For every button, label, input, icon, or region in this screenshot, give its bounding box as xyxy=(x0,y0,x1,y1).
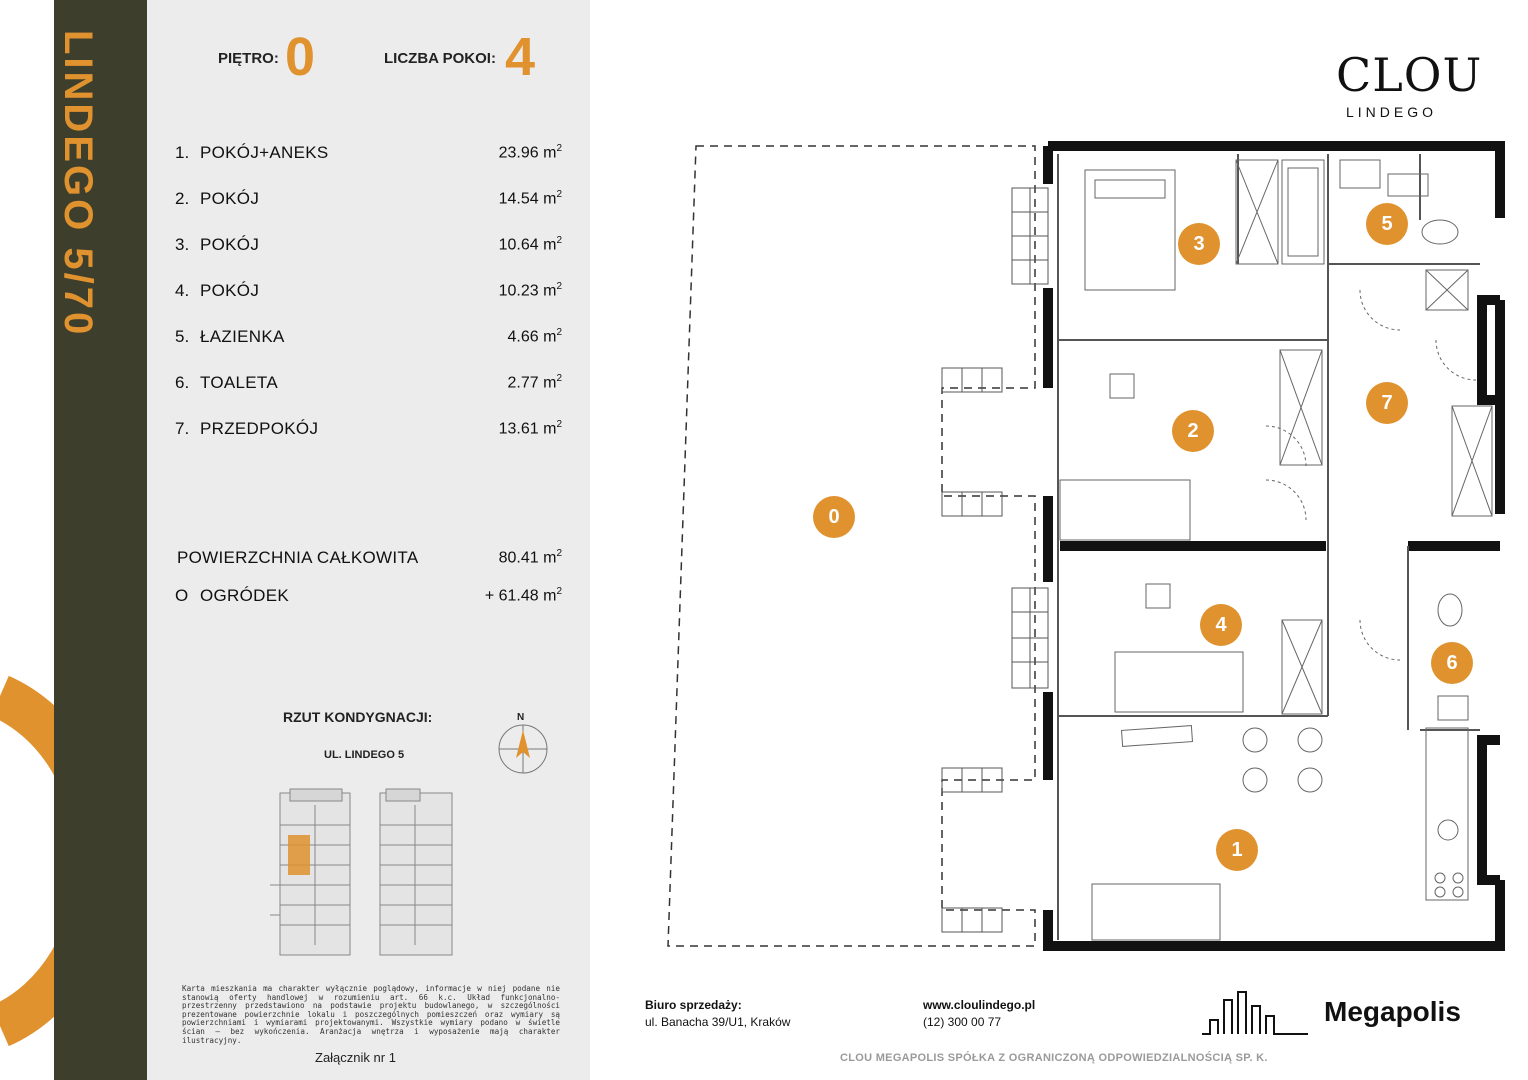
marker-room-6: 6 xyxy=(1431,642,1473,684)
building-floor-plan xyxy=(270,788,453,956)
brand-sub: LINDEGO xyxy=(1346,104,1438,120)
garden-label: OGRÓDEK xyxy=(200,586,290,605)
room-name: POKÓJ xyxy=(200,189,260,208)
marker-room-3: 3 xyxy=(1178,223,1220,265)
total-area-label: POWIERZCHNIA CAŁKOWITA xyxy=(177,548,419,567)
room-name: ŁAZIENKA xyxy=(200,327,285,346)
website-link[interactable]: www.cloulindego.pl xyxy=(923,998,1036,1012)
apartment-floor-plan xyxy=(667,141,1505,951)
marker-room-1: 1 xyxy=(1216,829,1258,871)
developer-name: Megapolis xyxy=(1324,996,1461,1027)
room-area: 4.66 m2 xyxy=(507,327,562,346)
room-number: 3. xyxy=(175,235,190,254)
annex-label: Załącznik nr 1 xyxy=(315,1050,396,1065)
compass-icon xyxy=(498,724,548,774)
rooms-count-label: LICZBA POKOI: xyxy=(384,50,496,67)
brand-logo: CLOU xyxy=(1336,48,1483,102)
sales-office-address: ul. Banacha 39/U1, Kraków xyxy=(645,1015,791,1029)
marker-room-7: 7 xyxy=(1366,382,1408,424)
room-number: 6. xyxy=(175,373,190,392)
room-area: 10.23 m2 xyxy=(498,281,562,300)
marker-room-2: 2 xyxy=(1172,410,1214,452)
room-area: 23.96 m2 xyxy=(498,143,562,162)
room-name: POKÓJ xyxy=(200,235,260,254)
room-area: 13.61 m2 xyxy=(498,419,562,438)
room-area: 10.64 m2 xyxy=(498,235,562,254)
megapolis-logo-icon xyxy=(1202,991,1308,1035)
compass: N xyxy=(498,712,550,781)
north-label: N xyxy=(517,712,525,723)
room-area: 14.54 m2 xyxy=(498,189,562,208)
room-name: POKÓJ+ANEKS xyxy=(200,143,329,162)
side-band xyxy=(54,0,147,1080)
floor-label: PIĘTRO: xyxy=(218,50,279,67)
phone-number: (12) 300 00 77 xyxy=(923,1015,1002,1029)
room-name: PRZEDPOKÓJ xyxy=(200,419,319,438)
info-panel xyxy=(147,0,590,1080)
garden-marker: O xyxy=(175,586,189,605)
room-area: 2.77 m2 xyxy=(507,373,562,392)
apartment-highlight xyxy=(288,835,310,875)
sales-office-label: Biuro sprzedaży: xyxy=(645,998,742,1012)
room-number: 1. xyxy=(175,143,190,162)
room-name: TOALETA xyxy=(200,373,278,392)
floor-value: 0 xyxy=(285,27,316,87)
room-number: 5. xyxy=(175,327,190,346)
street-label: UL. LINDEGO 5 xyxy=(324,749,405,761)
marker-room-5: 5 xyxy=(1366,203,1408,245)
room-name: POKÓJ xyxy=(200,281,260,300)
garden-area-value: + 61.48 m2 xyxy=(484,586,562,605)
total-area-value: 80.41 m2 xyxy=(498,548,562,567)
garden-outline xyxy=(667,145,1036,947)
company-name: CLOU MEGAPOLIS SPÓŁKA Z OGRANICZONĄ ODPO… xyxy=(840,1052,1268,1064)
floor-plan-title: RZUT KONDYGNACJI: xyxy=(283,709,433,725)
room-number: 7. xyxy=(175,419,190,438)
marker-room-4: 4 xyxy=(1200,604,1242,646)
marker-garden: 0 xyxy=(813,496,855,538)
room-number: 4. xyxy=(175,281,190,300)
apartment-id: LINDEGO 5/70 xyxy=(56,30,100,338)
rooms-count-value: 4 xyxy=(505,27,536,87)
room-number: 2. xyxy=(175,189,190,208)
disclaimer-text: Karta mieszkania ma charakter wyłącznie … xyxy=(182,984,560,1045)
